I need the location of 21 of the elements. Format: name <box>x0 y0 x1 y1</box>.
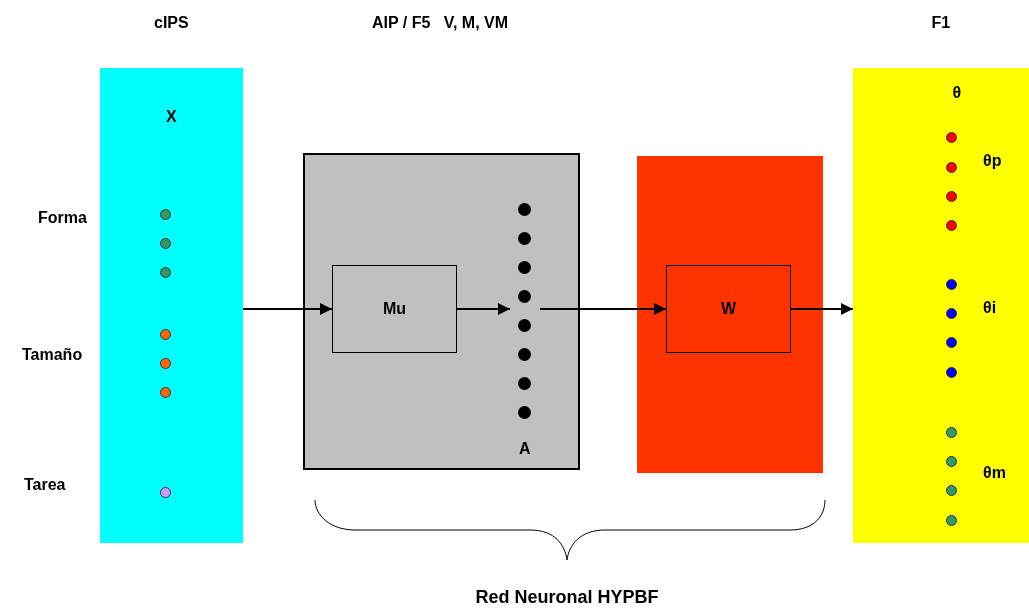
arrow <box>790 303 854 315</box>
row-label: Tarea <box>24 476 66 494</box>
panel-heading: F1 <box>931 14 951 32</box>
process-box: Mu <box>332 265 457 353</box>
layer-symbol: θ <box>952 84 962 102</box>
layer-symbol: X <box>166 108 177 126</box>
arrow <box>539 303 667 315</box>
arrow <box>242 303 333 315</box>
group-label: θp <box>983 152 1002 170</box>
arrow <box>456 303 511 315</box>
group-label: θm <box>983 464 1006 482</box>
layer-symbol: A <box>519 440 531 458</box>
heading-label: AIP / F5 V, M, VM <box>372 14 509 32</box>
process-box: W <box>666 265 791 353</box>
row-label: Tamaño <box>22 346 83 364</box>
block <box>303 153 580 470</box>
block <box>637 156 823 473</box>
group-label: θi <box>983 299 997 317</box>
row-label: Forma <box>38 209 87 227</box>
caption-label: Red Neuronal HYPBF <box>475 588 659 606</box>
panel-heading: cIPS <box>154 14 189 32</box>
